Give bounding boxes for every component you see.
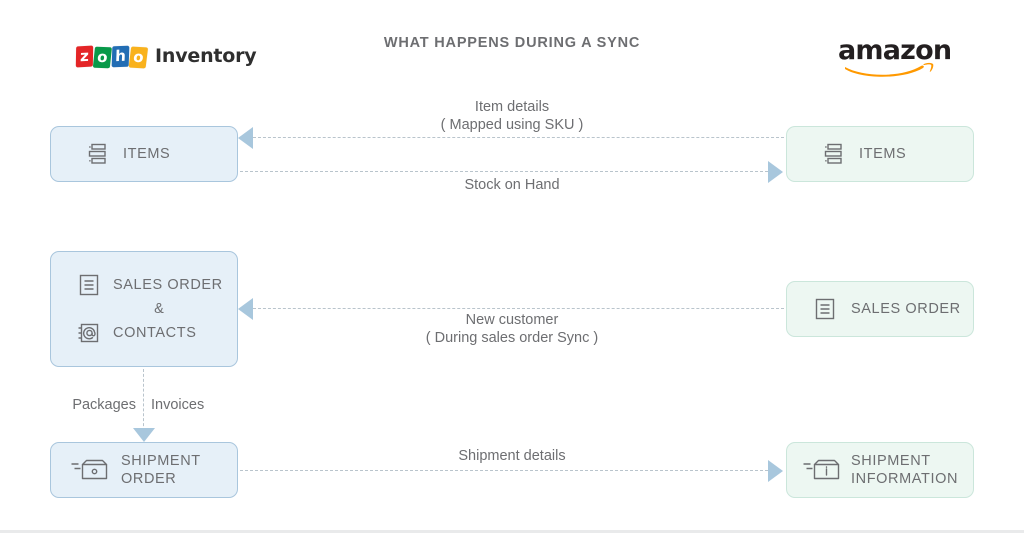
edge-line-stock-on-hand <box>240 171 768 172</box>
shipment-box-icon <box>69 456 109 484</box>
edge-label-stock-on-hand: Stock on Hand <box>464 177 560 193</box>
node-sales-order-amazon[interactable]: SALES ORDER <box>786 281 974 337</box>
zoho-inventory-logo: z o h o Inventory <box>75 42 257 70</box>
edge-label-packages: Packages <box>72 397 136 413</box>
node-sales-order-label: SALES ORDER <box>113 276 223 293</box>
edge-line-item-details <box>253 137 784 138</box>
node-shipment-information-label: SHIPMENT INFORMATION <box>851 452 959 487</box>
amazon-logo: amazon <box>838 35 952 78</box>
node-sales-order-amazon-label: SALES ORDER <box>851 300 961 317</box>
contact-card-icon <box>71 320 107 346</box>
edge-label-item-details: Item details ( Mapped using SKU ) <box>440 99 584 133</box>
edge-line-packages-invoices <box>143 369 144 431</box>
edge-arrowhead-item-details <box>238 127 253 149</box>
node-items-zoho-label: ITEMS <box>123 145 171 162</box>
document-lines-icon <box>71 272 107 298</box>
shipment-box-info-icon <box>801 456 841 484</box>
footer-divider <box>0 530 1024 533</box>
node-shipment-information-amazon[interactable]: SHIPMENT INFORMATION <box>786 442 974 498</box>
node-sales-order-contacts-zoho[interactable]: SALES ORDER & CONTACTS <box>50 251 238 367</box>
node-shipment-order-zoho[interactable]: SHIPMENT ORDER <box>50 442 238 498</box>
amazon-swoosh-icon <box>845 62 934 77</box>
page-title: WHAT HAPPENS DURING A SYNC <box>383 35 641 51</box>
node-items-amazon-label: ITEMS <box>859 145 907 162</box>
node-contacts-label: CONTACTS <box>113 324 197 341</box>
document-lines-icon <box>813 296 837 322</box>
edge-arrowhead-packages-invoices <box>133 428 155 442</box>
node-contacts-row: CONTACTS <box>71 320 237 346</box>
edge-label-shipment-details: Shipment details <box>458 448 566 464</box>
node-sales-order-conjunction: & <box>154 301 164 317</box>
edge-arrowhead-stock-on-hand <box>768 161 783 183</box>
node-items-amazon[interactable]: ITEMS <box>786 126 974 182</box>
edge-arrowhead-new-customer <box>238 298 253 320</box>
edge-line-new-customer <box>253 308 784 309</box>
node-sales-order-row: SALES ORDER <box>71 272 237 298</box>
items-list-icon <box>823 142 845 166</box>
amazon-wordmark: amazon <box>838 35 952 66</box>
edge-label-new-customer: New customer ( During sales order Sync ) <box>425 312 599 346</box>
zoho-inventory-wordmark: Inventory <box>155 45 257 67</box>
edge-label-invoices: Invoices <box>151 397 205 413</box>
edge-arrowhead-shipment-details <box>768 460 783 482</box>
items-list-icon <box>87 142 109 166</box>
edge-line-shipment-details <box>240 470 768 471</box>
node-items-zoho[interactable]: ITEMS <box>50 126 238 182</box>
node-shipment-order-label: SHIPMENT ORDER <box>121 452 201 487</box>
